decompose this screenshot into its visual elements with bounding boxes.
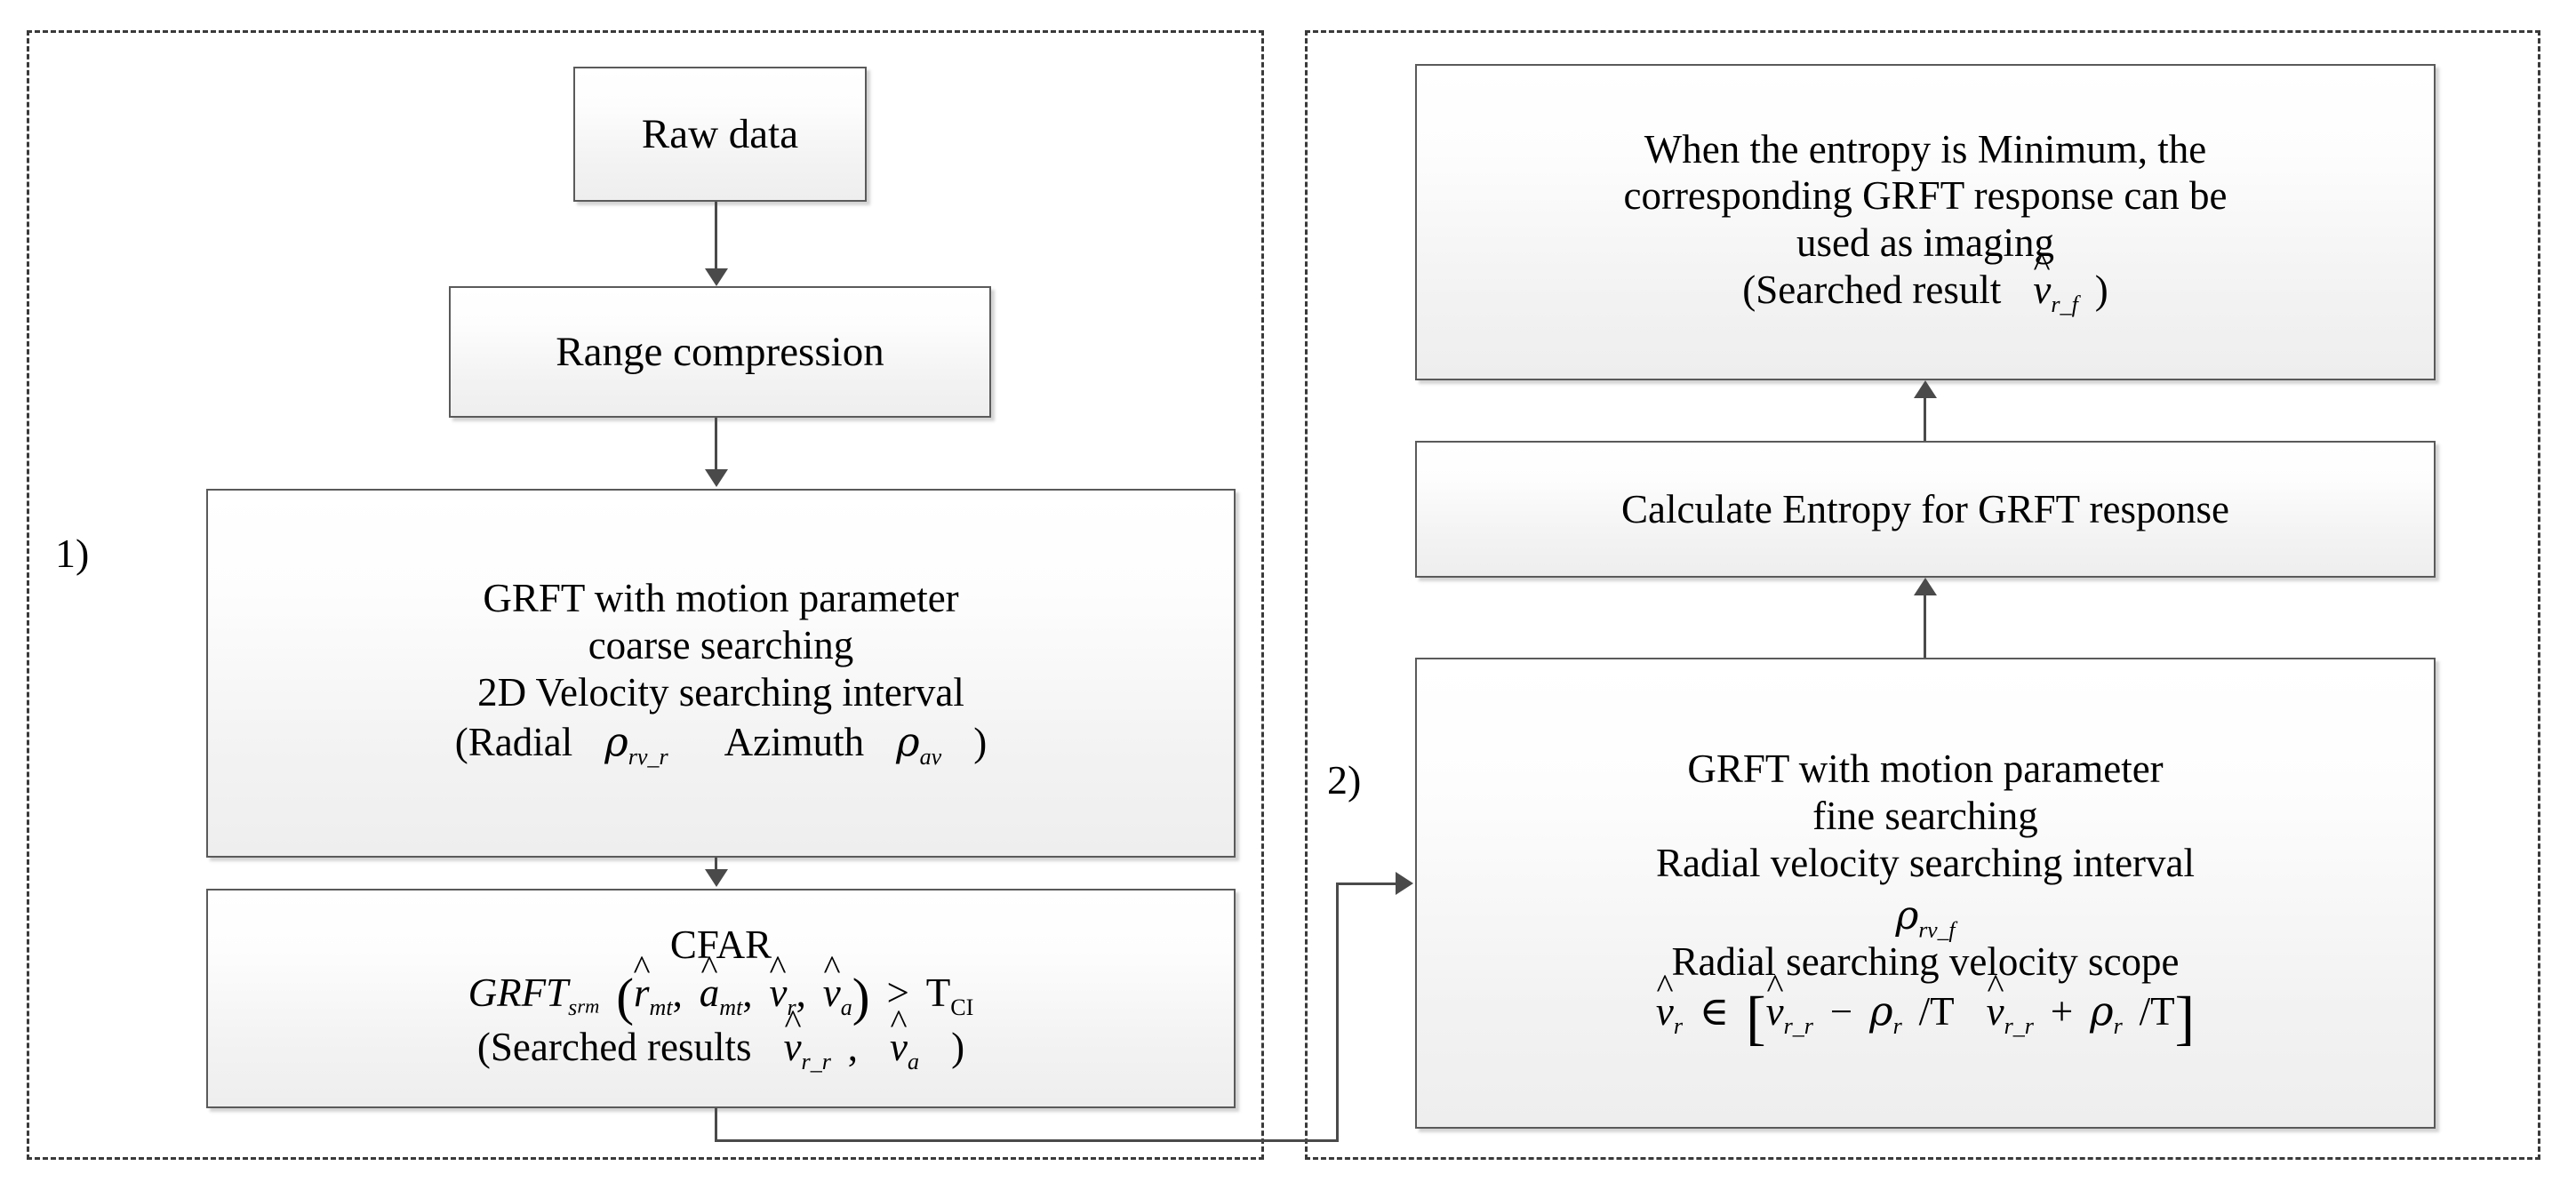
- fine-member-symbol: ∈: [1699, 989, 1730, 1034]
- arrowhead-grft-fine-to-entropy: [1914, 578, 1937, 595]
- cfar-arg-a-sub: mt: [719, 994, 743, 1021]
- grft-fine-line3: Radial velocity searching interval: [1655, 840, 2196, 885]
- rho-av-subscript: av: [919, 744, 942, 771]
- stage-1-panel: [27, 30, 1264, 1160]
- grft-fine-line1: GRFT with motion parameter: [1687, 747, 2164, 792]
- fine-lhs-symbol: v: [1656, 988, 1674, 1035]
- node-grft-fine-search[interactable]: GRFT with motion parameter fine searchin…: [1415, 658, 2436, 1129]
- fine-open-bracket: [: [1746, 985, 1766, 1052]
- connector-entropy-to-conclusion: [1924, 395, 1926, 441]
- entropy-result-symbol: v: [2033, 267, 2051, 314]
- fine-t1-sub: r_r: [1783, 1013, 1813, 1040]
- cfar-func-sub: s: [568, 994, 578, 1021]
- fine-close-bracket: ]: [2174, 985, 2196, 1052]
- entropy-result-prefix: (Searched result: [1742, 267, 2002, 312]
- stage-1-label: 1): [55, 531, 90, 576]
- grft-coarse-radial-text: (Radial: [454, 720, 573, 765]
- grft-coarse-close-paren: ): [973, 720, 988, 765]
- grft-fine-rho-line: ρrv_f: [1426, 893, 2425, 944]
- entropy-result-close: ): [2094, 267, 2108, 312]
- grft-coarse-azimuth-text: Azimuth: [724, 720, 865, 765]
- fine-rho2-symbol: ρ: [2090, 987, 2114, 1035]
- grft-fine-line2: fine searching: [1812, 793, 2038, 838]
- fine-div1: /T: [1918, 989, 1955, 1034]
- connector-grft-fine-to-entropy: [1924, 594, 1926, 658]
- cfar-arg-vr: v: [769, 970, 787, 1017]
- connector-range-to-grft-coarse: [715, 418, 717, 473]
- cfar-arg-va-sub: a: [840, 994, 852, 1021]
- cfar-threshold-sub: CI: [950, 994, 974, 1021]
- cfar-result-va: v: [890, 1024, 908, 1071]
- connector-cfar-across: [715, 1139, 1339, 1142]
- node-cfar[interactable]: CFAR GRFTsrm(rmt,amt,vr,va)>TCI (Searche…: [206, 889, 1236, 1108]
- stage-2-panel: [1305, 30, 2540, 1160]
- cfar-arg-r-sub: mt: [649, 994, 673, 1021]
- rho-rv-r-subscript: rv_r: [628, 744, 668, 771]
- fine-t1-symbol: v: [1766, 988, 1784, 1035]
- connector-cfar-up: [1336, 883, 1339, 1142]
- connector-raw-to-range: [715, 202, 717, 271]
- connector-cfar-into-fine: [1336, 883, 1398, 885]
- grft-coarse-line2: coarse searching: [588, 622, 854, 667]
- cfar-result-va-sub: a: [908, 1048, 920, 1074]
- rho-av-symbol: ρ: [896, 718, 920, 766]
- node-range-compression-label: Range compression: [556, 328, 884, 375]
- cfar-result-comma: ,: [847, 1024, 859, 1069]
- cfar-arg-a: a: [700, 970, 720, 1017]
- grft-fine-formula: vr∈[vr_r−ρr/Tvr_r+ρr/T]: [1426, 987, 2425, 1049]
- cfar-result-prefix: (Searched results: [476, 1024, 752, 1069]
- connector-cfar-down: [715, 1108, 717, 1142]
- arrowhead-range-to-grft-coarse: [705, 469, 728, 487]
- fine-div2: /T: [2139, 989, 2175, 1034]
- rho-rv-r-symbol: ρ: [604, 718, 628, 766]
- cfar-formula: GRFTsrm(rmt,amt,vr,va)>TCI: [217, 970, 1225, 1023]
- entropy-conclusion-line3: used as imaging: [1796, 220, 2054, 266]
- grft-coarse-line1: GRFT with motion parameter: [483, 576, 959, 621]
- fine-rho2-sub: r: [2113, 1013, 2123, 1040]
- node-calculate-entropy[interactable]: Calculate Entropy for GRFT response: [1415, 441, 2436, 578]
- rho-rv-f-subscript: rv_f: [1918, 916, 1956, 943]
- connector-grft-coarse-to-cfar: [715, 858, 717, 874]
- entropy-conclusion-line2: corresponding GRFT response can be: [1623, 173, 2228, 219]
- cfar-func-subsub: rm: [577, 995, 600, 1018]
- cfar-result-vr-sub: r_r: [801, 1048, 831, 1074]
- cfar-func-name: GRFT: [468, 970, 569, 1016]
- arrowhead-raw-to-range: [705, 268, 728, 286]
- node-calculate-entropy-label: Calculate Entropy for GRFT response: [1620, 486, 2230, 531]
- node-raw-data-label: Raw data: [641, 110, 799, 157]
- node-entropy-conclusion[interactable]: When the entropy is Minimum, the corresp…: [1415, 64, 2436, 380]
- entropy-conclusion-line4: (Searched result vr_f): [1426, 267, 2425, 318]
- entropy-conclusion-line1: When the entropy is Minimum, the: [1644, 126, 2207, 172]
- cfar-title: CFAR: [669, 922, 772, 967]
- grft-fine-line5: Radial searching velocity scope: [1671, 938, 2180, 984]
- stage-2-label: 2): [1327, 757, 1362, 803]
- fine-op1: −: [1829, 989, 1853, 1034]
- fine-op2: +: [2050, 989, 2074, 1034]
- node-grft-coarse-search[interactable]: GRFT with motion parameter coarse search…: [206, 489, 1236, 858]
- cfar-threshold: T: [925, 970, 951, 1016]
- node-raw-data[interactable]: Raw data: [573, 67, 867, 202]
- arrowhead-grft-coarse-to-cfar: [705, 869, 728, 887]
- fine-lhs-sub: r: [1673, 1013, 1683, 1040]
- entropy-result-subscript: r_f: [2051, 291, 2078, 317]
- arrowhead-entropy-to-conclusion: [1914, 380, 1937, 398]
- arrowhead-cfar-to-grft-fine: [1396, 872, 1413, 895]
- grft-coarse-line3: 2D Velocity searching interval: [477, 669, 964, 715]
- rho-rv-f-symbol: ρ: [1895, 893, 1919, 939]
- node-range-compression[interactable]: Range compression: [449, 286, 991, 418]
- fine-rho1-symbol: ρ: [1869, 987, 1893, 1035]
- fine-t2-sub: r_r: [2004, 1013, 2034, 1040]
- cfar-result-line: (Searched resultsvr_r,va): [217, 1024, 1225, 1075]
- fine-rho1-sub: r: [1892, 1013, 1902, 1040]
- cfar-arg-r: r: [634, 970, 650, 1017]
- cfar-result-vr: v: [784, 1024, 802, 1071]
- cfar-arg-va: v: [823, 970, 841, 1017]
- fine-t2-symbol: v: [1987, 988, 2004, 1035]
- cfar-result-close: ): [951, 1024, 965, 1069]
